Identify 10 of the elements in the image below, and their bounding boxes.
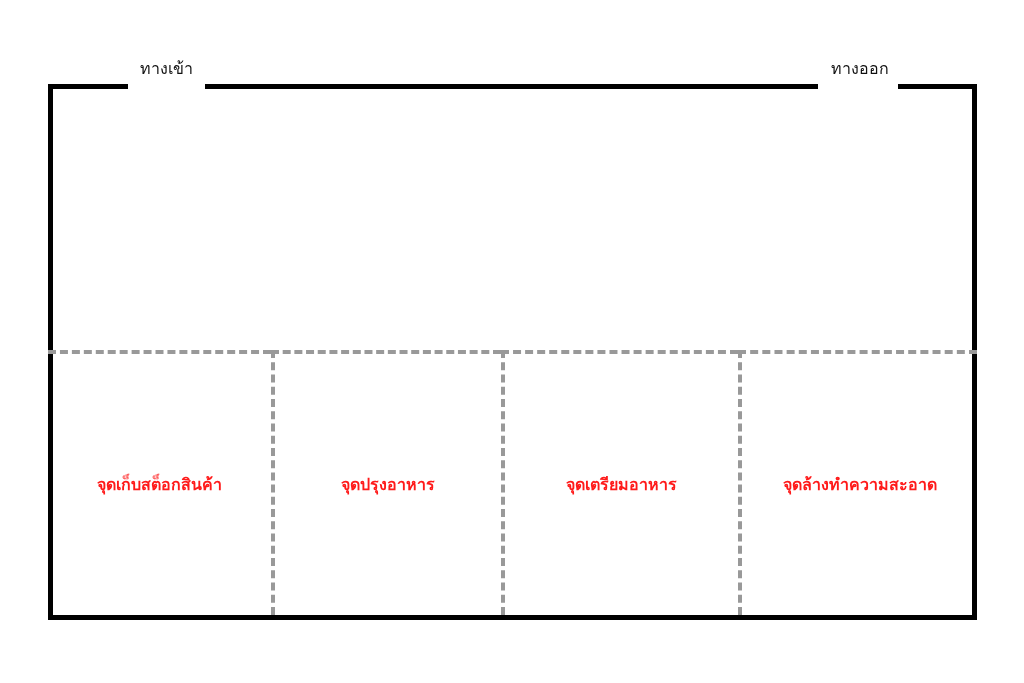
door-label: ทางออก [831, 58, 889, 80]
zone-label: จุดเก็บสต็อกสินค้า [97, 472, 222, 497]
zone-label: จุดปรุงอาหาร [341, 474, 435, 497]
room-outline [48, 84, 977, 620]
zone-label: จุดล้างทำความสะอาด [782, 474, 937, 497]
zone-area [738, 350, 977, 615]
zone-area [271, 350, 501, 615]
zone-area [501, 350, 738, 615]
door-label: ทางเข้า [139, 58, 193, 80]
zone-label: จุดเตรียมอาหาร [566, 474, 677, 497]
